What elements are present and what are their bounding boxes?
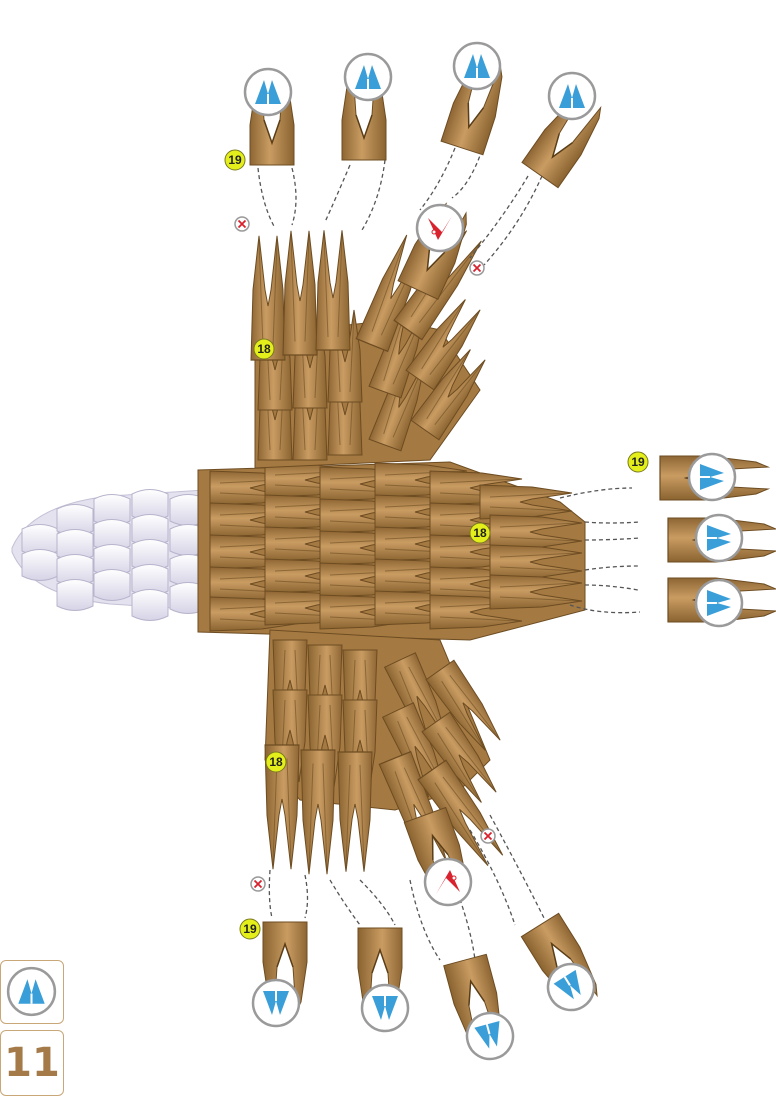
tail-white-modules	[12, 490, 206, 621]
cross-marker-icon	[235, 217, 249, 231]
svg-text:19: 19	[228, 153, 242, 167]
blue-module-marker-icon	[696, 580, 742, 626]
cross-marker-icon	[251, 877, 265, 891]
blue-module-marker-icon	[362, 985, 408, 1031]
blue-module-marker-icon	[253, 980, 299, 1026]
blue-module-marker-icon	[245, 69, 291, 115]
svg-text:19: 19	[631, 455, 645, 469]
piece-count-text: 11	[4, 1040, 60, 1086]
right-markers	[689, 454, 742, 626]
cross-marker-icon	[470, 261, 484, 275]
upper-wing-modules	[251, 226, 492, 468]
svg-text:18: 18	[257, 342, 271, 356]
svg-text:18: 18	[473, 526, 487, 540]
step-label-18-body: 18	[470, 523, 490, 543]
blue-module-marker-icon	[696, 515, 742, 561]
step-label-19-bottom: 19	[240, 919, 260, 939]
blue-module-marker-icon	[549, 73, 595, 119]
blue-module-marker-icon	[454, 43, 500, 89]
svg-text:19: 19	[243, 922, 257, 936]
blue-module-marker-icon	[345, 54, 391, 100]
step-label-18-lower: 18	[266, 752, 286, 772]
step-label-18-upper: 18	[254, 339, 274, 359]
red-module-marker-icon	[425, 859, 471, 905]
step-label-19-right: 19	[628, 452, 648, 472]
body-brown-modules	[198, 462, 585, 640]
cross-marker-icon	[481, 829, 495, 843]
legend-piece-icon-box	[0, 960, 64, 1024]
svg-text:18: 18	[269, 755, 283, 769]
legend-piece-count: 11	[0, 1030, 64, 1096]
step-label-19-top: 19	[225, 150, 245, 170]
blue-triangle-module-icon	[1, 961, 62, 1022]
red-module-marker-icon	[417, 205, 463, 251]
lower-wing-modules	[265, 630, 509, 874]
blue-module-marker-icon	[689, 454, 735, 500]
bottom-loose-pieces	[263, 807, 606, 1052]
